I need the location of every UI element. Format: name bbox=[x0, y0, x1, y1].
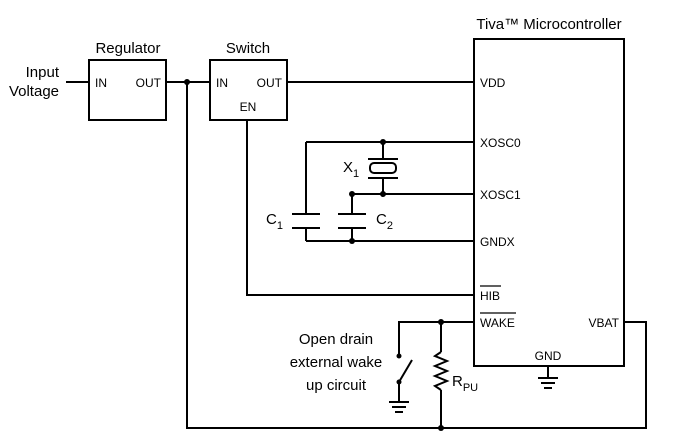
wake-switch bbox=[396, 353, 413, 385]
junction-dot bbox=[438, 319, 444, 325]
junction-dot bbox=[184, 79, 190, 85]
wake-label-line1: Open drain bbox=[299, 331, 373, 348]
pin-xosc1: XOSC1 bbox=[480, 188, 521, 202]
c1-label: C1 bbox=[266, 211, 283, 232]
switch-en-pin: EN bbox=[240, 100, 257, 114]
mcu-title: Tiva™ Microcontroller bbox=[476, 16, 621, 33]
pin-wake: WAKE bbox=[480, 316, 515, 330]
regulator-box bbox=[88, 59, 167, 121]
input-voltage-label: Input Voltage bbox=[9, 64, 60, 100]
wire-vbat-bus bbox=[186, 82, 647, 429]
pin-gndx: GNDX bbox=[480, 235, 515, 249]
switch-blade bbox=[398, 359, 413, 383]
junction-dot bbox=[349, 191, 355, 197]
junction-dot bbox=[380, 139, 386, 145]
pin-gnd: GND bbox=[535, 349, 562, 363]
input-label-line1: Input bbox=[26, 64, 60, 81]
regulator-out-pin: OUT bbox=[136, 76, 162, 90]
crystal-x1: X1 bbox=[343, 158, 398, 180]
wire-en-hib bbox=[246, 120, 474, 296]
capacitor-c1: C1 bbox=[266, 211, 320, 232]
pin-vdd: VDD bbox=[480, 76, 506, 90]
switch-box bbox=[209, 59, 288, 121]
junction-dot bbox=[380, 191, 386, 197]
resistor-zigzag bbox=[432, 351, 450, 391]
wire-wake bbox=[398, 321, 474, 356]
regulator-in-pin: IN bbox=[95, 76, 107, 90]
wires bbox=[66, 81, 647, 429]
crystal-body bbox=[369, 162, 397, 174]
c2-label: C2 bbox=[376, 211, 393, 232]
switch-in-pin: IN bbox=[216, 76, 228, 90]
switch-title: Switch bbox=[226, 40, 270, 57]
switch-block: Switch IN OUT EN bbox=[209, 40, 288, 121]
regulator-block: Regulator IN OUT bbox=[88, 40, 167, 121]
input-label-line2: Voltage bbox=[9, 83, 59, 100]
pin-hib: HIB bbox=[480, 289, 500, 303]
wake-label-line3: up circuit bbox=[306, 377, 367, 394]
pin-vbat: VBAT bbox=[589, 316, 620, 330]
crystal-label: X1 bbox=[343, 159, 359, 180]
junctions bbox=[184, 79, 444, 431]
capacitor-c2: C2 bbox=[338, 211, 393, 232]
switch-contact-top bbox=[396, 353, 402, 359]
pin-xosc0: XOSC0 bbox=[480, 136, 521, 150]
mcu-block: Tiva™ Microcontroller VDD XOSC0 XOSC1 GN… bbox=[473, 16, 625, 367]
regulator-title: Regulator bbox=[95, 40, 160, 57]
junction-dot bbox=[438, 425, 444, 431]
mcu-box bbox=[473, 38, 625, 367]
ground-symbol-mcu bbox=[538, 377, 558, 389]
ground-symbol-switch bbox=[389, 401, 409, 413]
wake-label-line2: external wake bbox=[290, 354, 383, 371]
resistor-rpu: RPU bbox=[432, 351, 478, 394]
wake-circuit-label: Open drain external wake up circuit bbox=[290, 331, 383, 394]
rpu-label: RPU bbox=[452, 373, 478, 394]
junction-dot bbox=[349, 238, 355, 244]
switch-out-pin: OUT bbox=[257, 76, 283, 90]
